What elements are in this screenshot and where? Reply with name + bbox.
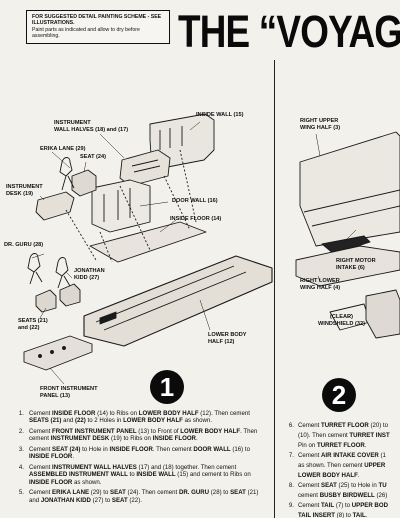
label-seats-21-22: SEATS (21) and (22) bbox=[18, 318, 48, 331]
instruction-step-number bbox=[280, 472, 298, 479]
label-inside-wall: INSIDE WALL (15) bbox=[196, 112, 244, 118]
label-lower-body-half: LOWER BODY HALF (12) bbox=[208, 332, 247, 345]
instruction-step: 9. Cement TAIL (7) to UPPER BOD bbox=[280, 502, 400, 509]
seats-21-22-part bbox=[35, 283, 81, 313]
label-jonathan-kidd-text: JONATHAN KIDD (27) bbox=[74, 268, 105, 281]
instruction-step-number: 8. bbox=[288, 482, 294, 489]
column-divider bbox=[274, 60, 276, 518]
erika-lane-figure bbox=[59, 157, 75, 191]
step-number-1: 1 bbox=[150, 370, 184, 404]
instruction-step: 1. Cement INSIDE FLOOR (14) to Ribs on LO… bbox=[8, 410, 270, 425]
painting-note-bold: FOR SUGGESTED DETAIL PAINTING SCHEME - S… bbox=[32, 14, 162, 27]
page-title: THE “VOYAG bbox=[178, 6, 400, 57]
label-right-lower-wing-text: RIGHT LOWER WING HALF (4) bbox=[300, 278, 341, 291]
label-right-upper-wing: RIGHT UPPER WING HALF (3) bbox=[300, 118, 340, 131]
instructions-left: 1. Cement INSIDE FLOOR (14) to Ribs on LO… bbox=[8, 410, 270, 507]
instruction-step-text: LOWER BODY HALF. bbox=[298, 472, 360, 479]
label-front-instrument-panel: FRONT INSTRUMENT PANEL (13) bbox=[40, 386, 98, 399]
instruction-step-text: Cement INSIDE FLOOR (14) to Ribs on LOWE… bbox=[29, 410, 250, 425]
label-seats-21-22-text: SEATS (21) and (22) bbox=[18, 318, 48, 331]
label-right-motor-intake-text: RIGHT MOTOR INTAKE (6) bbox=[336, 258, 376, 271]
instruction-step-number bbox=[280, 512, 298, 518]
instruction-step: cement BUSBY BIRDWELL (26) bbox=[280, 492, 400, 499]
instruction-step-number: 2. bbox=[18, 428, 24, 435]
instruction-step: LOWER BODY HALF. bbox=[280, 472, 400, 479]
instruction-step: as shown. Then cement UPPER bbox=[280, 462, 400, 469]
front-instrument-panel-part bbox=[23, 335, 93, 371]
painting-note-box: FOR SUGGESTED DETAIL PAINTING SCHEME - S… bbox=[26, 10, 170, 44]
label-seat-24: SEAT (24) bbox=[80, 154, 107, 160]
instruction-step-text: Cement SEAT (24) to Hole in INSIDE FLOOR… bbox=[29, 446, 250, 461]
label-windshield-text: (CLEAR) WINDSHIELD (32) bbox=[318, 314, 365, 327]
right-upper-wing-part bbox=[299, 131, 400, 247]
instruction-step-text: Cement AIR INTAKE COVER (1 bbox=[298, 452, 386, 459]
jonathan-kidd-figure bbox=[55, 257, 71, 289]
label-right-upper-wing-text: RIGHT UPPER WING HALF (3) bbox=[300, 118, 341, 131]
instruction-step: 8. Cement SEAT (25) to Hole in TU bbox=[280, 482, 400, 489]
label-jonathan-kidd: JONATHAN KIDD (27) bbox=[74, 268, 105, 281]
instruction-step-text: cement BUSBY BIRDWELL (26) bbox=[298, 492, 388, 499]
instruction-step-text: Cement TAIL (7) to UPPER BOD bbox=[298, 502, 388, 509]
label-front-instrument-panel-text: FRONT INSTRUMENT PANEL (13) bbox=[40, 386, 98, 399]
label-windshield: (CLEAR) WINDSHIELD (32) bbox=[318, 314, 365, 327]
instruction-step-number: 6. bbox=[288, 422, 294, 429]
label-right-motor-intake: RIGHT MOTOR INTAKE (6) bbox=[336, 258, 376, 271]
instruction-step-text: TAIL INSERT (8) to TAIL. bbox=[298, 512, 368, 518]
instruction-step: 3. Cement SEAT (24) to Hole in INSIDE FLO… bbox=[8, 446, 270, 461]
instruction-step-number: 5. bbox=[18, 489, 24, 497]
instruction-step: 6. Cement TURRET FLOOR (20) to bbox=[280, 422, 400, 429]
label-dr-guru: DR. GURU (28) bbox=[4, 242, 44, 248]
right-motor-intake-part bbox=[321, 235, 371, 255]
label-instrument-wall-halves-text: INSTRUMENT WALL HALVES (18) and (17) bbox=[54, 120, 129, 133]
instruction-step-number: 1. bbox=[18, 410, 24, 417]
instruction-step-number: 4. bbox=[18, 464, 24, 471]
instruction-step: 2. Cement FRONT INSTRUMENT PANEL (13) to … bbox=[8, 428, 270, 443]
instruction-step-text: Pin on TURRET FLOOR. bbox=[298, 442, 367, 449]
label-door-wall: DOOR WALL (16) bbox=[172, 198, 218, 204]
instruction-step-text: Cement ERIKA LANE (29) to SEAT (24). The… bbox=[29, 489, 259, 504]
instruction-step: 4. Cement INSTRUMENT WALL HALVES (17) and… bbox=[8, 464, 270, 486]
instruction-step: TAIL INSERT (8) to TAIL. bbox=[280, 512, 400, 518]
instruction-step-text: Cement TURRET FLOOR (20) to bbox=[298, 422, 389, 429]
label-instrument-wall-halves: INSTRUMENT WALL HALVES (18) and (17) bbox=[54, 120, 128, 133]
dr-guru-figure bbox=[27, 253, 43, 285]
instruction-step-number: 9. bbox=[288, 502, 294, 509]
instructions-right: 6. Cement TURRET FLOOR (20) to (10). Then … bbox=[280, 422, 400, 518]
instrument-wall-part bbox=[119, 149, 171, 187]
seat-24-part bbox=[71, 169, 97, 197]
instruction-step-number: 3. bbox=[18, 446, 24, 453]
instruction-step: 7. Cement AIR INTAKE COVER (1 bbox=[280, 452, 400, 459]
instruction-step: 5. Cement ERIKA LANE (29) to SEAT (24). T… bbox=[8, 489, 270, 504]
turret-part bbox=[365, 289, 400, 339]
label-instrument-desk-text: INSTRUMENT DESK (19) bbox=[6, 184, 43, 197]
step-number-2: 2 bbox=[322, 378, 356, 412]
instruction-step-text: as shown. Then cement UPPER bbox=[298, 462, 386, 469]
instruction-step-number bbox=[280, 432, 298, 439]
label-right-lower-wing: RIGHT LOWER WING HALF (4) bbox=[300, 278, 340, 291]
instruction-step-number bbox=[280, 492, 298, 499]
instruction-step-text: Cement INSTRUMENT WALL HALVES (17) and (… bbox=[29, 464, 251, 486]
painting-note-text: Paint parts as indicated and allow to dr… bbox=[32, 26, 140, 40]
label-instrument-desk: INSTRUMENT DESK (19) bbox=[6, 184, 43, 197]
instruction-step-number bbox=[280, 442, 298, 449]
lower-body-half-part bbox=[83, 255, 273, 347]
inside-floor-part bbox=[89, 221, 207, 263]
instruction-step: Pin on TURRET FLOOR. bbox=[280, 442, 400, 449]
instruction-step-text: Cement FRONT INSTRUMENT PANEL (13) to Fr… bbox=[29, 428, 258, 443]
label-lower-body-half-text: LOWER BODY HALF (12) bbox=[208, 332, 247, 345]
instruction-step-number bbox=[280, 462, 298, 469]
instruction-step-text: (10). Then cement TURRET INST bbox=[298, 432, 390, 439]
label-erika-lane: ERIKA LANE (29) bbox=[40, 146, 86, 152]
label-inside-floor: INSIDE FLOOR (14) bbox=[170, 216, 222, 222]
instruction-step-number: 7. bbox=[288, 452, 294, 459]
instruction-step-text: Cement SEAT (25) to Hole in TU bbox=[298, 482, 387, 489]
instruction-step: (10). Then cement TURRET INST bbox=[280, 432, 400, 439]
right-lower-wing-part bbox=[295, 245, 400, 287]
instrument-desk-part bbox=[35, 191, 75, 221]
